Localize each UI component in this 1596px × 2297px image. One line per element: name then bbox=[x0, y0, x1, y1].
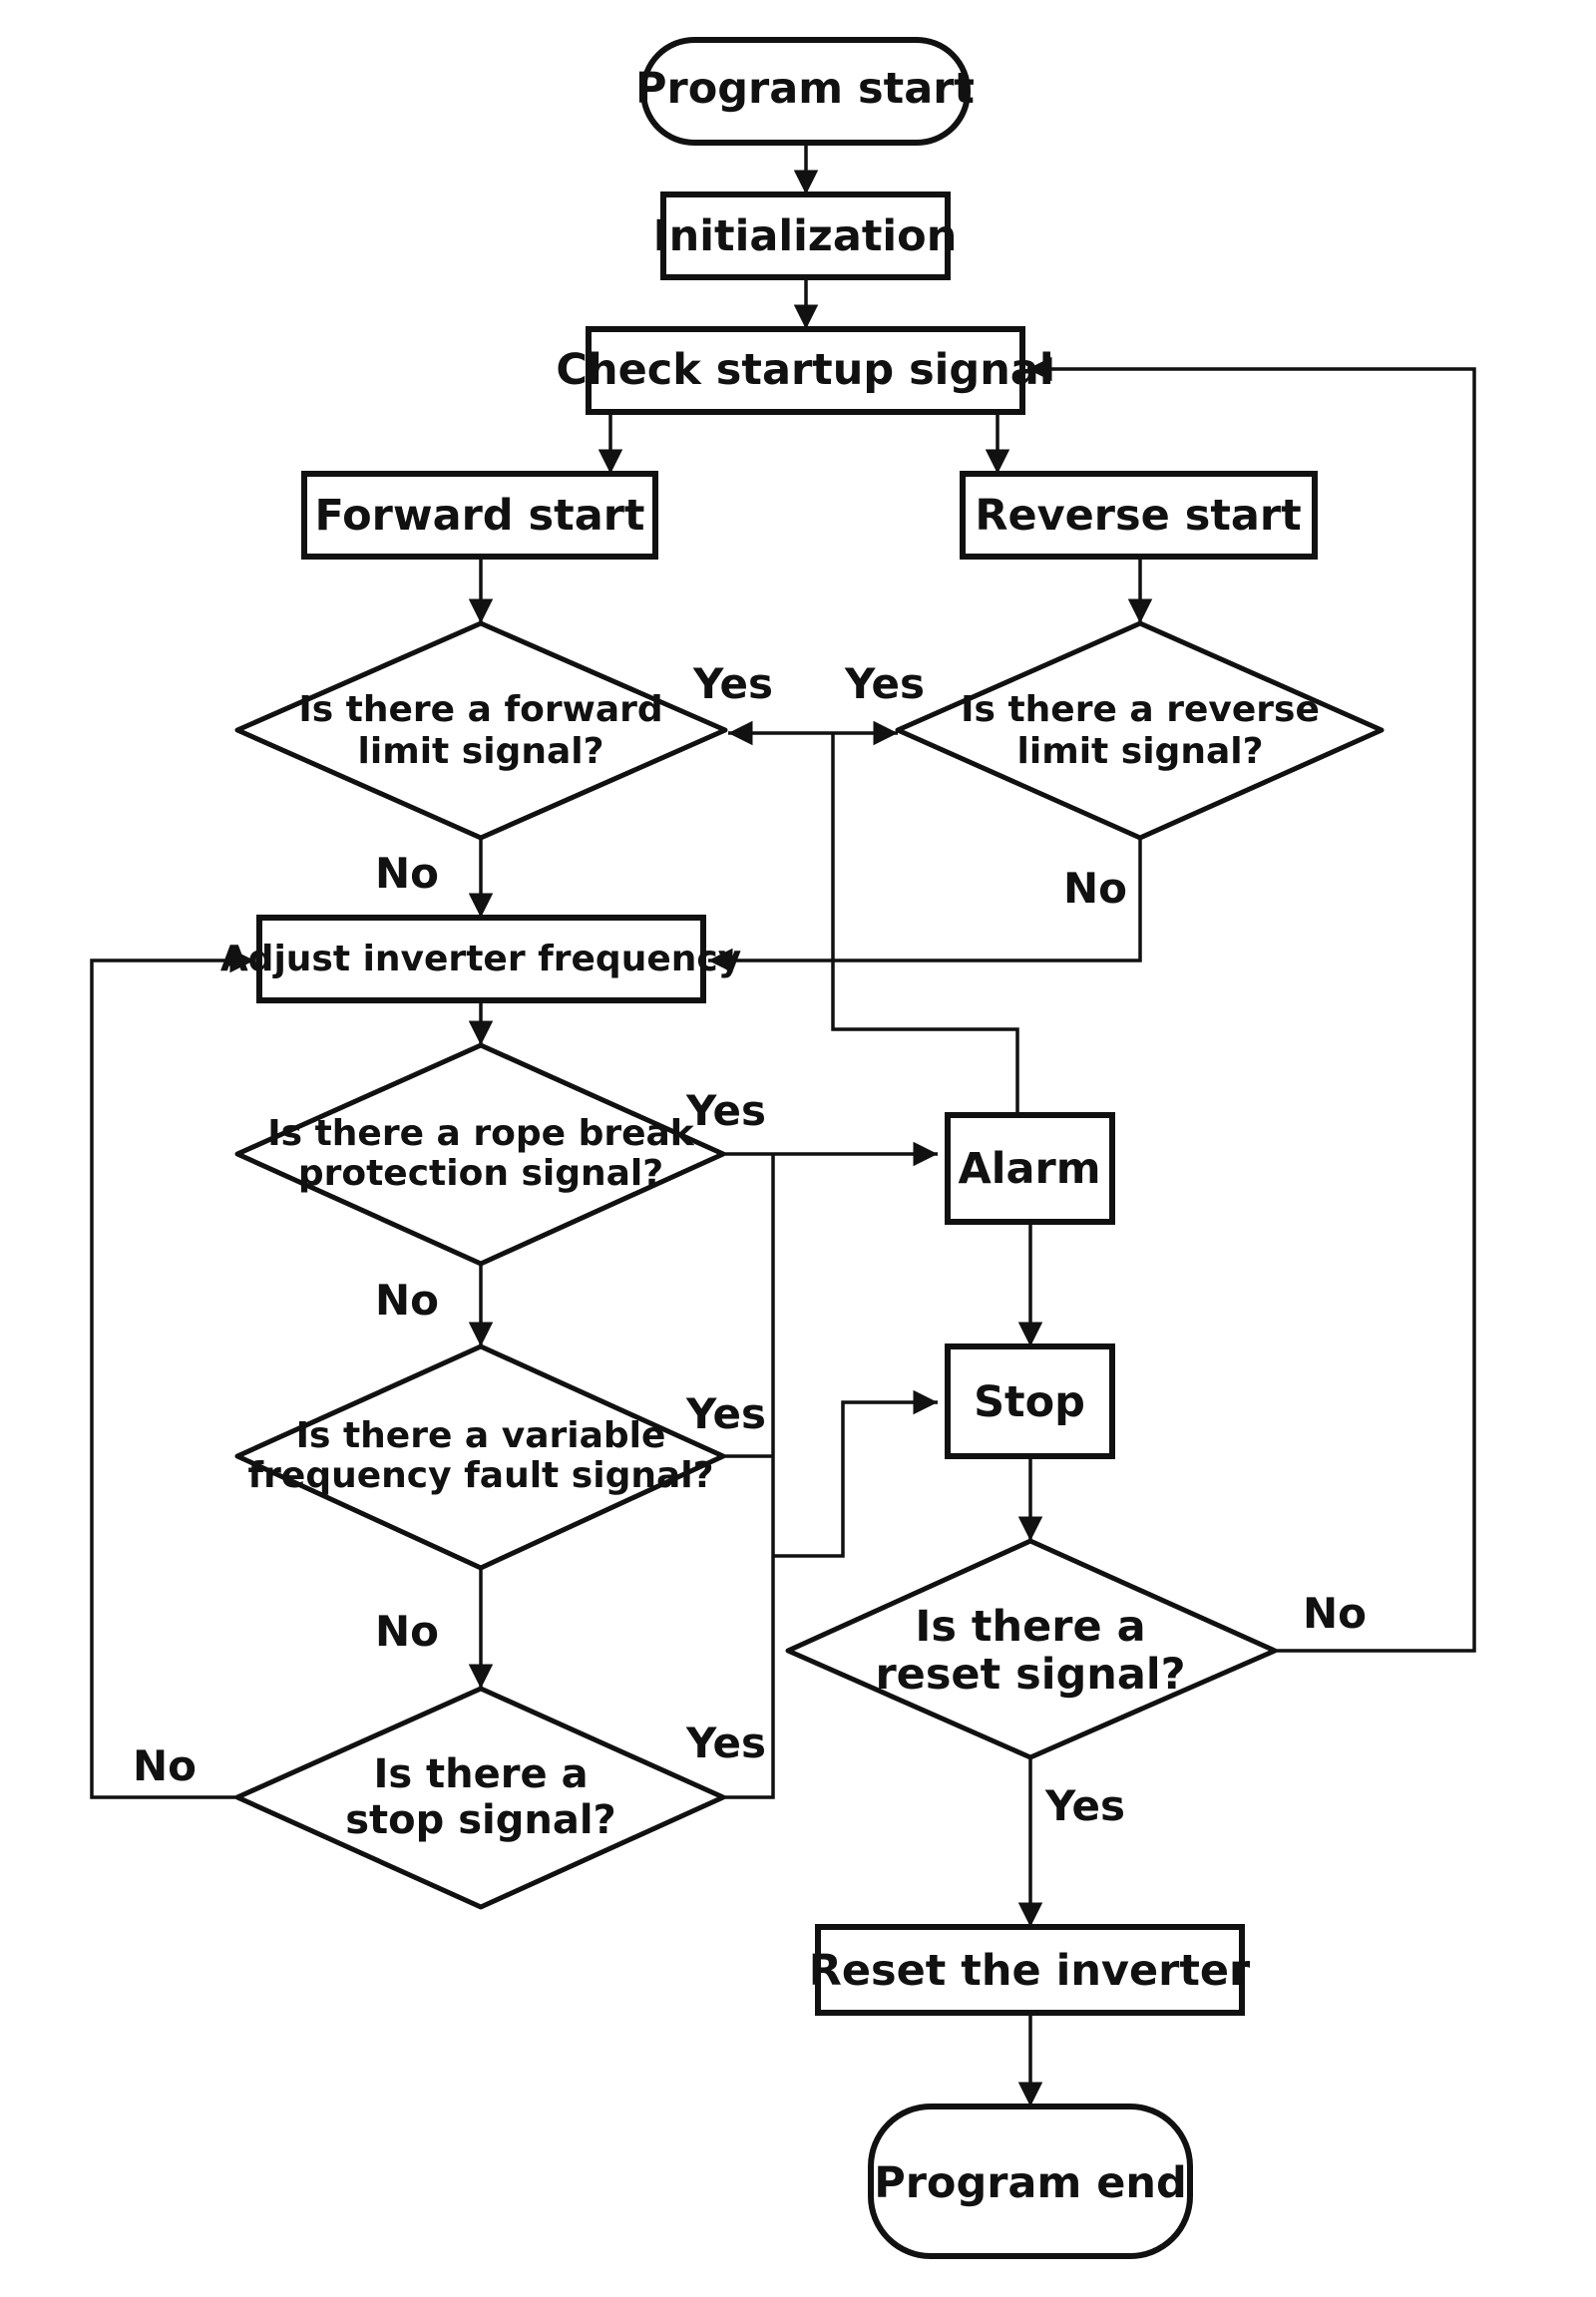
reset-signal-line-2: reset signal? bbox=[875, 1650, 1185, 1700]
initialization-label: Initialization bbox=[653, 211, 958, 261]
label-no-stop-signal: No bbox=[133, 1741, 197, 1790]
program-start-label: Program start bbox=[635, 64, 975, 114]
node-rope-break: Is there a rope break protection signal? bbox=[234, 1042, 726, 1267]
edge-stop-no-loop bbox=[90, 948, 254, 1799]
edge-labels: Yes Yes No No Yes No Yes No Yes No No Ye… bbox=[133, 659, 1367, 1830]
forward-start-label: Forward start bbox=[314, 491, 644, 541]
node-reverse-start: Reverse start bbox=[960, 471, 1318, 560]
adjust-frequency-label: Adjust inverter frequency bbox=[220, 939, 741, 979]
edge-reverse-limit-no bbox=[708, 838, 1142, 973]
label-yes-stop-signal: Yes bbox=[685, 1719, 766, 1767]
label-yes-variable-fault: Yes bbox=[685, 1389, 766, 1438]
variable-fault-line-1: Is there a variable bbox=[296, 1415, 666, 1456]
check-startup-label: Check startup signal bbox=[556, 345, 1053, 395]
node-forward-start: Forward start bbox=[301, 471, 658, 560]
node-stop: Stop bbox=[945, 1343, 1115, 1459]
node-forward-limit: Is there a forward limit signal? bbox=[234, 620, 728, 841]
node-adjust-frequency: Adjust inverter frequency bbox=[220, 915, 741, 1003]
label-no-rope-break: No bbox=[375, 1276, 439, 1325]
node-program-end: Program end bbox=[868, 2104, 1193, 2259]
stop-signal-line-2: stop signal? bbox=[345, 1797, 616, 1843]
connectors bbox=[90, 143, 1476, 2106]
edge-bus-to-stop bbox=[773, 1389, 938, 1558]
node-check-startup: Check startup signal bbox=[556, 326, 1054, 415]
forward-limit-line-1: Is there a forward bbox=[298, 689, 662, 730]
node-reverse-limit: Is there a reverse limit signal? bbox=[895, 620, 1385, 841]
reset-signal-line-1: Is there a bbox=[915, 1602, 1145, 1652]
reverse-limit-line-1: Is there a reverse bbox=[961, 689, 1320, 730]
stop-signal-line-1: Is there a bbox=[373, 1751, 588, 1797]
node-reset-inverter: Reset the inverter bbox=[809, 1924, 1251, 2016]
reverse-start-label: Reverse start bbox=[975, 491, 1301, 541]
node-program-start: Program start bbox=[635, 37, 975, 146]
edge-reset-no-loop bbox=[1027, 356, 1476, 1653]
edge-yes-bus bbox=[723, 1154, 775, 1799]
node-variable-fault: Is there a variable frequency fault sign… bbox=[234, 1343, 726, 1571]
node-reset-signal: Is there a reset signal? bbox=[785, 1538, 1278, 1760]
label-no-reverse-limit: No bbox=[1063, 864, 1127, 913]
label-yes-reset-signal: Yes bbox=[1044, 1781, 1125, 1830]
label-no-variable-fault: No bbox=[375, 1607, 439, 1656]
program-end-label: Program end bbox=[874, 2158, 1187, 2208]
variable-fault-line-2: frequency fault signal? bbox=[248, 1455, 714, 1496]
label-yes-rope-break: Yes bbox=[685, 1086, 766, 1135]
node-initialization: Initialization bbox=[653, 191, 958, 280]
label-no-reset-signal: No bbox=[1303, 1589, 1367, 1638]
edge-alarm-feedback bbox=[831, 733, 1019, 1115]
label-no-forward-limit: No bbox=[375, 849, 439, 898]
rope-break-line-2: protection signal? bbox=[298, 1153, 663, 1194]
node-stop-signal: Is there a stop signal? bbox=[234, 1686, 726, 1910]
reset-inverter-label: Reset the inverter bbox=[809, 1946, 1251, 1996]
label-yes-reverse-limit: Yes bbox=[844, 659, 925, 708]
alarm-label: Alarm bbox=[958, 1144, 1100, 1194]
rope-break-line-1: Is there a rope break bbox=[267, 1113, 695, 1154]
reverse-limit-line-2: limit signal? bbox=[1017, 731, 1264, 772]
label-yes-forward-limit: Yes bbox=[692, 659, 773, 708]
node-alarm: Alarm bbox=[945, 1112, 1115, 1225]
stop-label: Stop bbox=[974, 1377, 1085, 1427]
forward-limit-line-2: limit signal? bbox=[358, 731, 604, 772]
